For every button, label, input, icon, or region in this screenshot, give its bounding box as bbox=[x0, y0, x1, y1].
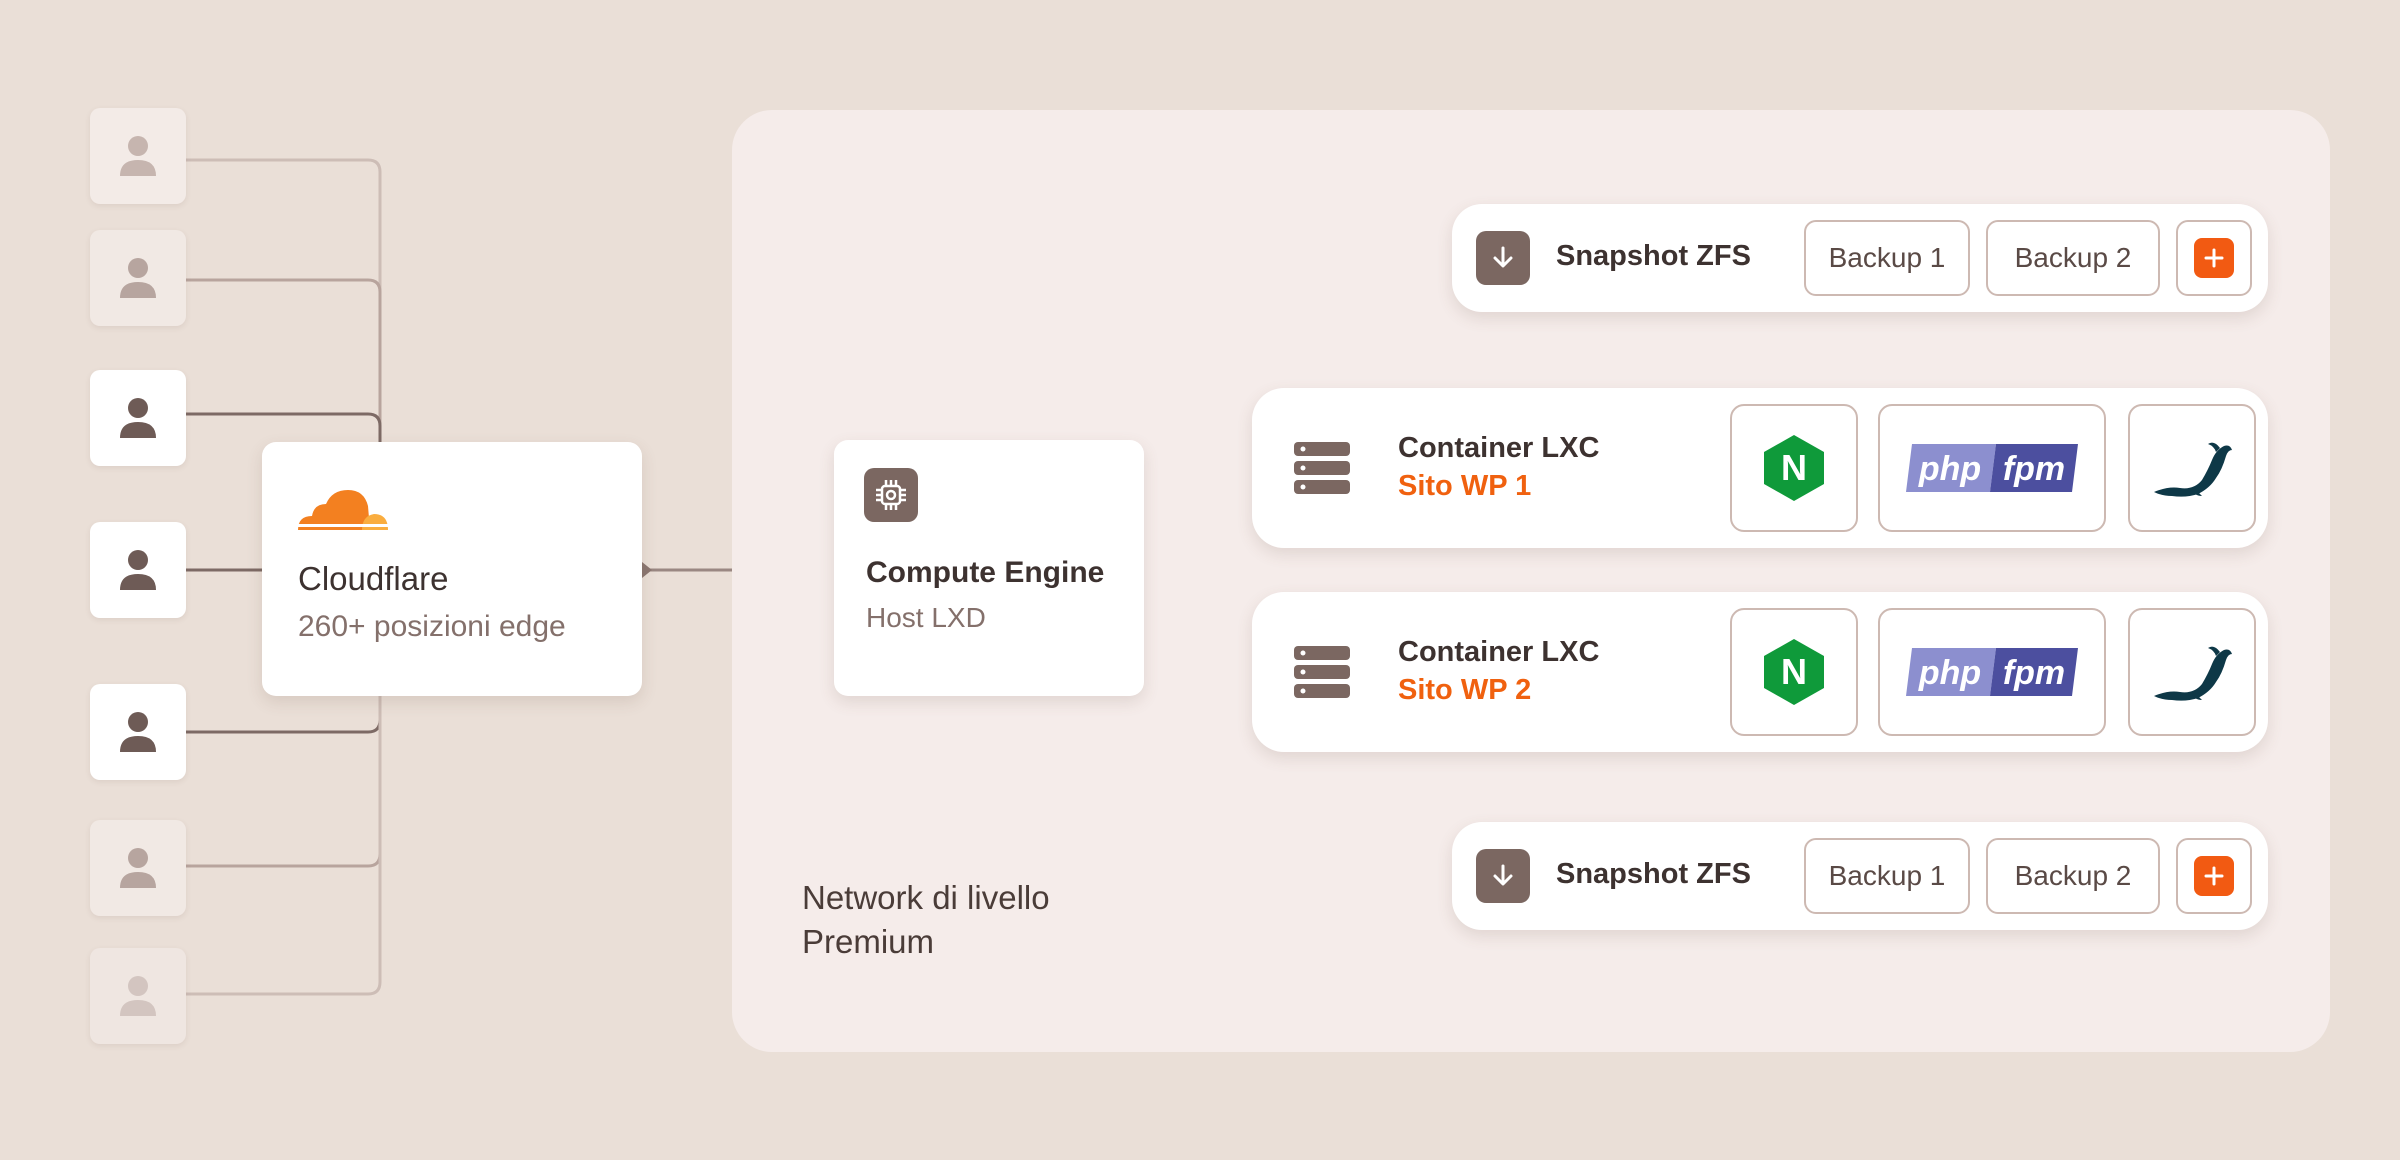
user-node-1[interactable] bbox=[90, 108, 186, 204]
mariadb-logo bbox=[2154, 646, 2232, 701]
php-fpm-tile[interactable]: php fpm bbox=[1878, 608, 2106, 736]
mariadb-logo bbox=[2154, 442, 2232, 497]
server-icon bbox=[1294, 646, 1350, 698]
server-icon bbox=[1294, 442, 1350, 494]
user-line-1 bbox=[186, 158, 382, 442]
user-line-2 bbox=[186, 278, 382, 442]
compute-title: Compute Engine bbox=[866, 556, 1105, 589]
cloudflare-card[interactable]: Cloudflare 260+ posizioni edge bbox=[262, 442, 642, 696]
svg-text:fpm: fpm bbox=[2003, 450, 2065, 488]
chip-icon bbox=[864, 468, 918, 522]
user-icon bbox=[120, 976, 156, 1016]
user-node-3[interactable] bbox=[90, 370, 186, 466]
container-card-2[interactable]: Container LXC Sito WP 2 N php fpm bbox=[1252, 592, 2268, 752]
svg-text:N: N bbox=[1781, 651, 1807, 692]
nginx-tile[interactable]: N bbox=[1730, 404, 1858, 532]
snapshot-title: Snapshot ZFS bbox=[1556, 858, 1751, 890]
cloudflare-title: Cloudflare bbox=[298, 560, 449, 597]
compute-engine-card[interactable]: Compute Engine Host LXD bbox=[834, 440, 1144, 696]
snapshot-title: Snapshot ZFS bbox=[1556, 240, 1751, 272]
user-icon bbox=[120, 712, 156, 752]
container-site: Sito WP 1 bbox=[1398, 470, 1532, 502]
backup-2-button[interactable]: Backup 2 bbox=[1986, 220, 2160, 296]
user-line-7 bbox=[186, 696, 382, 996]
user-icon bbox=[120, 136, 156, 176]
svg-text:php: php bbox=[1918, 654, 1981, 692]
snapshot-card-2[interactable]: Snapshot ZFS Backup 1 Backup 2 bbox=[1452, 822, 2268, 930]
backup-1-button[interactable]: Backup 1 bbox=[1804, 838, 1970, 914]
network-label-line2: Premium bbox=[802, 923, 935, 960]
nginx-logo: N bbox=[1764, 435, 1824, 501]
user-icon bbox=[120, 550, 156, 590]
container-card-1[interactable]: Container LXC Sito WP 1 N php fpm bbox=[1252, 388, 2268, 548]
snapshot-card-1[interactable]: Snapshot ZFS Backup 1 Backup 2 bbox=[1452, 204, 2268, 312]
user-node-6[interactable] bbox=[90, 820, 186, 916]
user-line-6 bbox=[186, 696, 382, 868]
cloudflare-subtitle: 260+ posizioni edge bbox=[298, 610, 566, 643]
container-title: Container LXC bbox=[1398, 432, 1600, 464]
mariadb-tile[interactable] bbox=[2128, 608, 2256, 736]
download-icon bbox=[1476, 849, 1530, 903]
svg-text:php: php bbox=[1918, 450, 1981, 488]
user-node-5[interactable] bbox=[90, 684, 186, 780]
user-icon bbox=[120, 258, 156, 298]
cloudflare-logo bbox=[298, 490, 388, 530]
user-node-7[interactable] bbox=[90, 948, 186, 1044]
plus-icon bbox=[2194, 856, 2234, 896]
backup-1-button[interactable]: Backup 1 bbox=[1804, 220, 1970, 296]
svg-text:N: N bbox=[1781, 447, 1807, 488]
download-icon bbox=[1476, 231, 1530, 285]
user-icon bbox=[120, 398, 156, 438]
container-site: Sito WP 2 bbox=[1398, 674, 1532, 706]
network-label-line1: Network di livello bbox=[802, 879, 1050, 916]
container-title: Container LXC bbox=[1398, 636, 1600, 668]
compute-subtitle: Host LXD bbox=[866, 602, 986, 633]
user-node-4[interactable] bbox=[90, 522, 186, 618]
user-line-3 bbox=[186, 412, 382, 442]
svg-text:fpm: fpm bbox=[2003, 654, 2065, 692]
nginx-logo: N bbox=[1764, 639, 1824, 705]
nginx-tile[interactable]: N bbox=[1730, 608, 1858, 736]
add-backup-button[interactable] bbox=[2176, 220, 2252, 296]
php-fpm-logo: php fpm bbox=[1906, 444, 2078, 492]
user-line-5 bbox=[186, 696, 382, 734]
arrow-cloudflare-out bbox=[642, 562, 652, 578]
add-backup-button[interactable] bbox=[2176, 838, 2252, 914]
backup-2-button[interactable]: Backup 2 bbox=[1986, 838, 2160, 914]
network-tier-label: Network di livello Premium bbox=[802, 876, 1050, 964]
php-fpm-tile[interactable]: php fpm bbox=[1878, 404, 2106, 532]
mariadb-tile[interactable] bbox=[2128, 404, 2256, 532]
user-node-2[interactable] bbox=[90, 230, 186, 326]
plus-icon bbox=[2194, 238, 2234, 278]
user-icon bbox=[120, 848, 156, 888]
php-fpm-logo: php fpm bbox=[1906, 648, 2078, 696]
